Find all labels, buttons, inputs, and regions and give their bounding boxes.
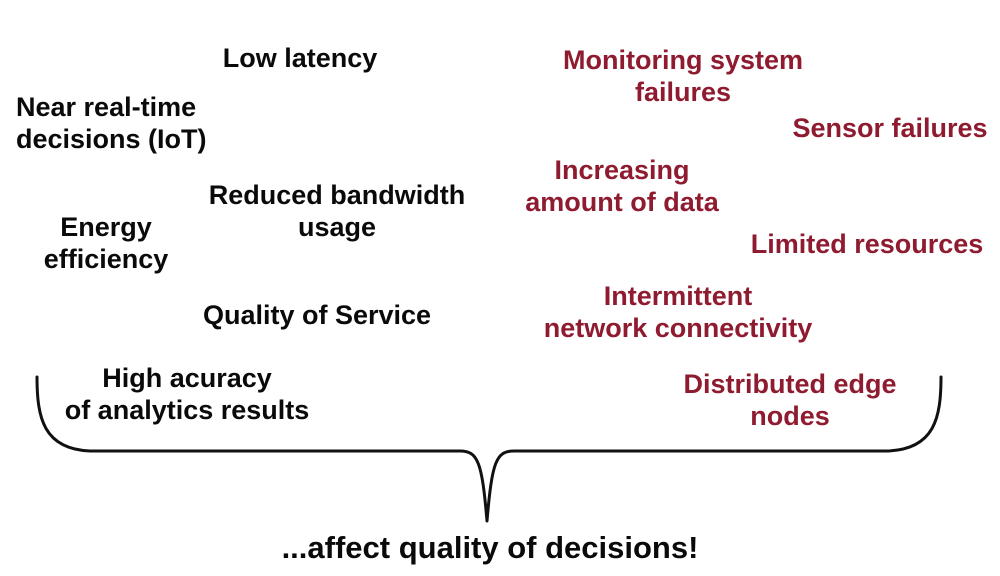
challenge-sensor-failures: Sensor failures [792,113,988,143]
benefit-low-latency: Low latency [222,43,378,73]
challenge-monitoring-system-failures: Monitoring system failures [562,45,804,107]
benefit-energy-efficiency: Energy efficiency [43,212,169,274]
conclusion-text: ...affect quality of decisions! [281,530,699,565]
benefit-quality-of-service: Quality of Service [202,300,432,330]
challenge-distributed-edge-nodes: Distributed edge nodes [683,369,897,431]
challenge-intermittent-network-connectivity: Intermittent network connectivity [543,281,813,343]
benefit-near-real-time-decisions: Near real-time decisions (IoT) [16,92,207,154]
challenge-increasing-amount-of-data: Increasing amount of data [525,155,719,217]
benefit-reduced-bandwidth-usage: Reduced bandwidth usage [208,180,466,242]
challenge-limited-resources: Limited resources [750,229,984,259]
benefit-high-accuracy-analytics: High acuracy of analytics results [64,363,310,425]
